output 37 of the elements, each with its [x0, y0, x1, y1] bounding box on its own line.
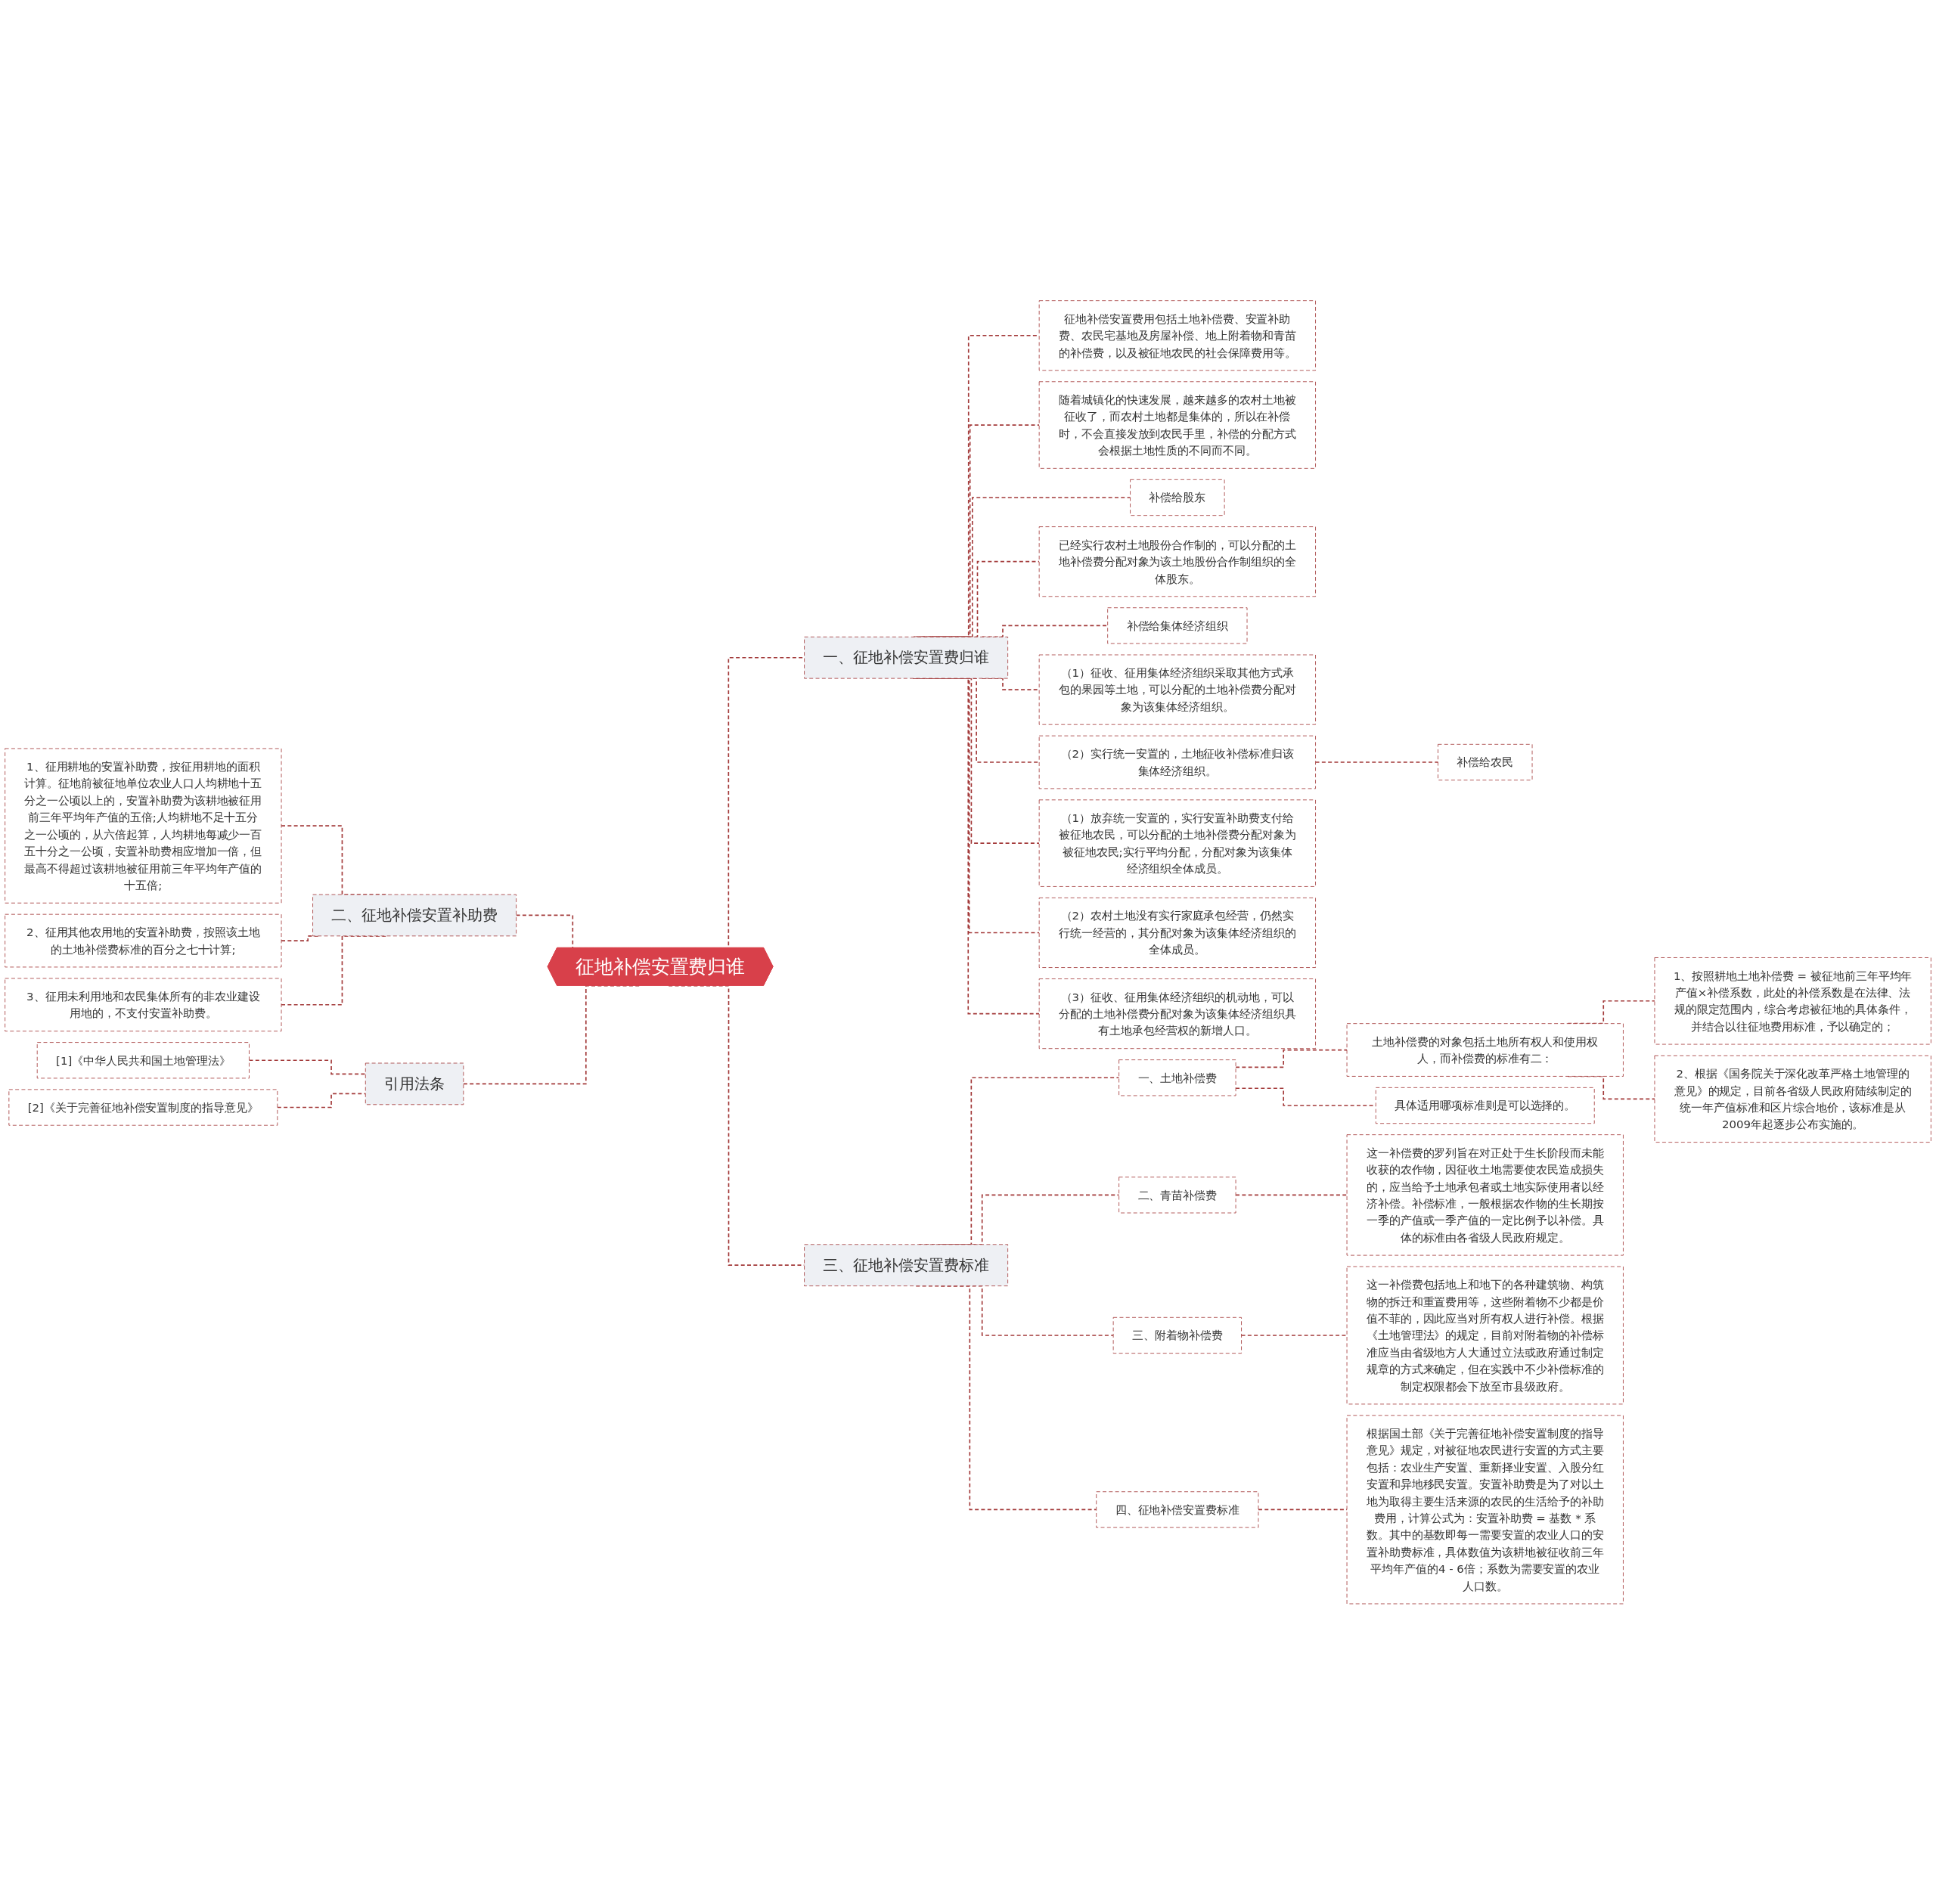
- node-box: [1038, 978, 1316, 1049]
- node-box: [1107, 607, 1248, 644]
- node-box: [1112, 1316, 1242, 1354]
- node-box: [1038, 897, 1316, 968]
- node-box: [1118, 1177, 1236, 1214]
- node-box: [1038, 735, 1316, 789]
- node-box: [312, 894, 517, 936]
- node-box: [1654, 957, 1931, 1045]
- node-box: [1346, 1022, 1624, 1077]
- node-box: [1038, 799, 1316, 887]
- node-box: [8, 1089, 278, 1126]
- node-box: [5, 978, 282, 1031]
- node-box: [1130, 479, 1225, 516]
- node-box: [5, 913, 282, 968]
- node-box: [1118, 1059, 1236, 1096]
- node-box: [804, 1244, 1009, 1286]
- node-box: [1038, 526, 1316, 597]
- node-box: [1038, 381, 1316, 469]
- node-box: [1438, 743, 1533, 780]
- node-box: [1346, 1133, 1624, 1256]
- node-box: [1038, 654, 1316, 725]
- node-box: [1038, 299, 1316, 371]
- connector: [248, 1059, 367, 1074]
- connector: [1240, 1334, 1348, 1336]
- node-box: [1346, 1266, 1624, 1404]
- node-box: [1654, 1055, 1931, 1143]
- connector: [277, 1093, 367, 1109]
- node-box: [5, 748, 282, 904]
- node-box: [1375, 1087, 1595, 1124]
- node-box: [1346, 1415, 1624, 1605]
- connector: [1235, 1049, 1348, 1068]
- node-box: [804, 636, 1009, 679]
- node-box: [36, 1041, 250, 1078]
- node-box: [1096, 1491, 1259, 1528]
- connector: [1314, 761, 1439, 763]
- connector: [1235, 1194, 1348, 1195]
- node-box: [365, 1062, 464, 1105]
